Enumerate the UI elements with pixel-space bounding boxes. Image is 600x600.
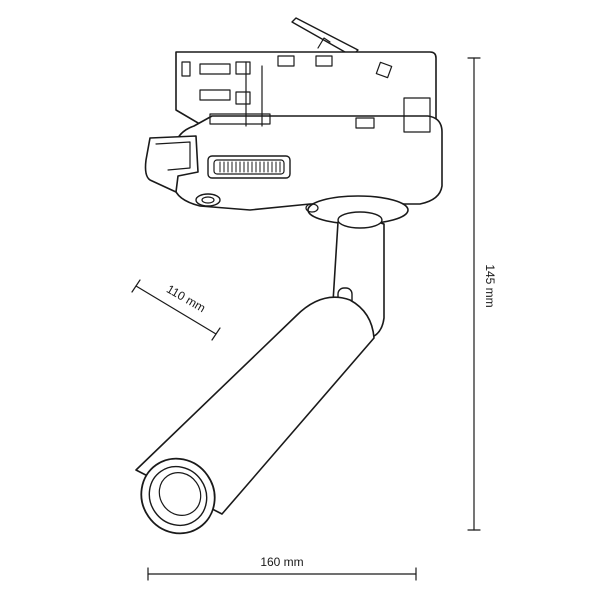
height-label: 145 mm — [483, 264, 497, 307]
track-adapter — [144, 17, 443, 225]
width-dimension: 160 mm — [147, 555, 417, 581]
knurled-wheel — [207, 155, 291, 179]
spotlight-cylinder — [135, 296, 375, 535]
height-dimension: 145 mm — [467, 57, 497, 531]
width-label: 160 mm — [260, 555, 303, 569]
depth-label: 110 mm — [164, 282, 208, 315]
depth-dimension: 110 mm — [131, 279, 221, 341]
